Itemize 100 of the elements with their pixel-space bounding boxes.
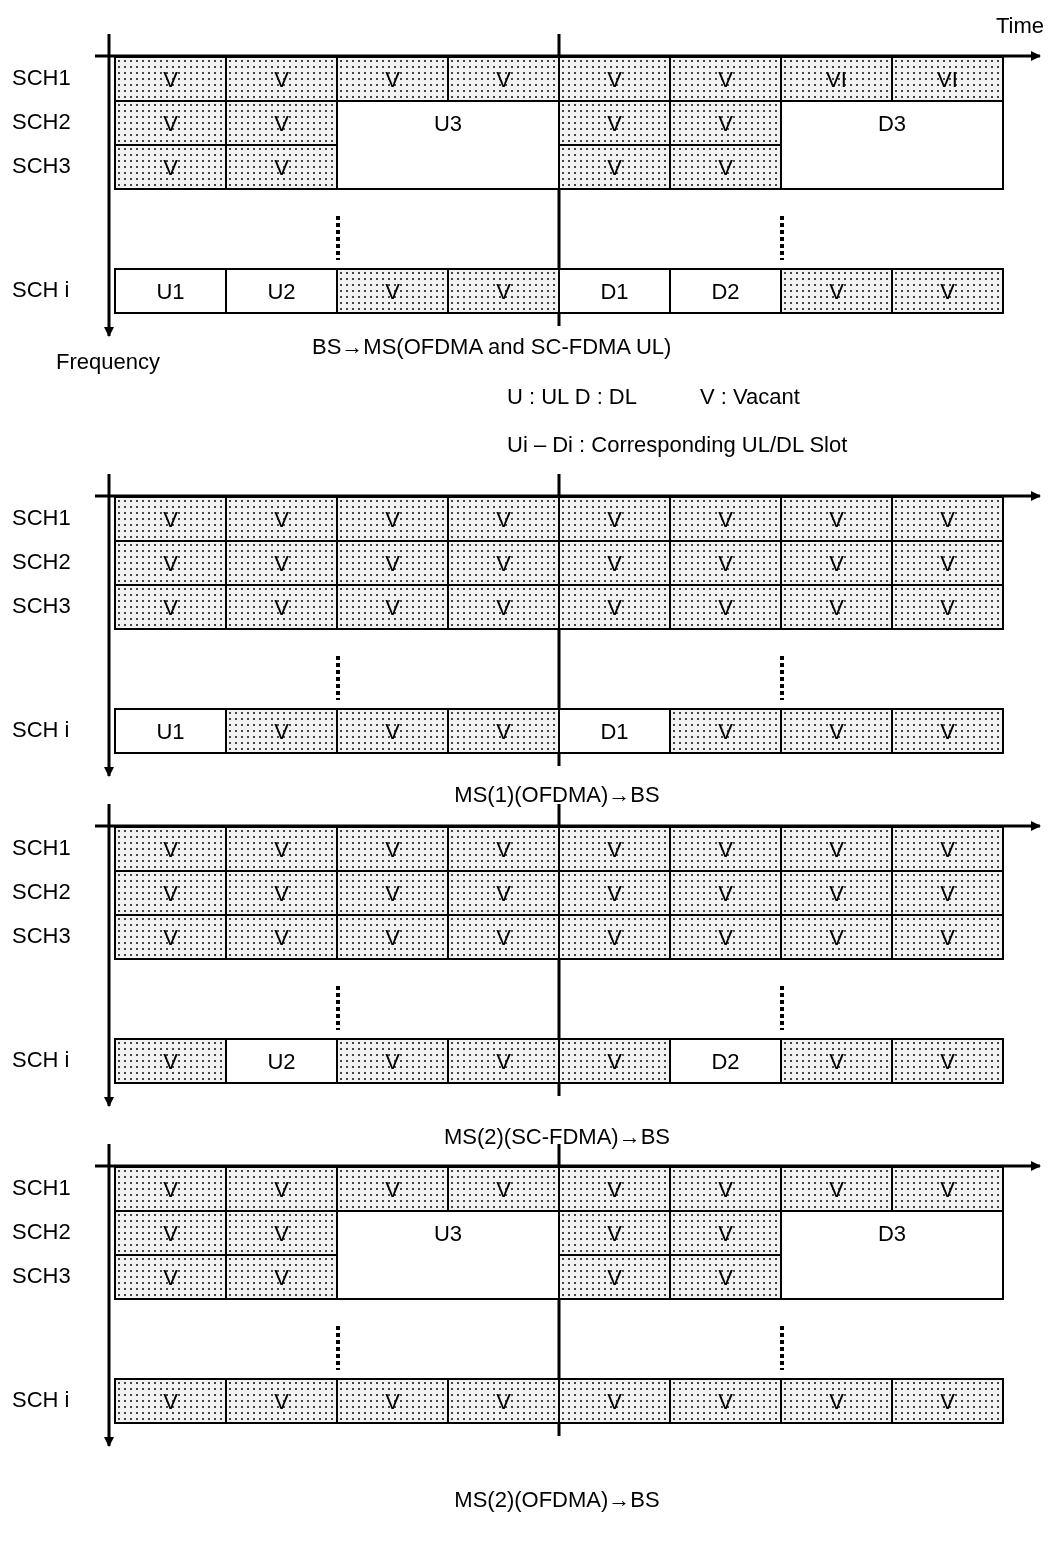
slot-label: V [163, 925, 178, 952]
vacant-slot [891, 268, 1004, 314]
slot-label: V [163, 1389, 178, 1416]
vacant-slot [336, 584, 449, 630]
slot-label: V [718, 1265, 733, 1292]
subchannel-label: SCH3 [12, 153, 71, 179]
vacant-slot [225, 540, 338, 586]
subchannel-label: SCH2 [12, 109, 71, 135]
vacant-slot [114, 1210, 227, 1256]
panel-caption: BS→MS(OFDMA and SC-FDMA UL) [312, 334, 672, 360]
vacant-slot [225, 914, 338, 960]
vacant-slot [447, 1038, 560, 1084]
slot-label: D2 [711, 1049, 740, 1076]
slot-label: V [496, 1177, 511, 1204]
vacant-slot [114, 826, 227, 872]
vacant-slot [225, 100, 338, 146]
slot-label: V [829, 507, 844, 534]
subchannel-label: SCH3 [12, 1263, 71, 1289]
vacant-slot [225, 1166, 338, 1212]
vacant-slot [225, 144, 338, 190]
slot-label: V [163, 1265, 178, 1292]
slot-label: V [163, 1049, 178, 1076]
vacant-slot [669, 144, 782, 190]
slot-label: V [274, 1265, 289, 1292]
vacant-slot [447, 584, 560, 630]
slot-label: V [385, 925, 400, 952]
slot-label: V [274, 111, 289, 138]
slot-label: U1 [156, 719, 185, 746]
subchannel-label: SCH i [12, 717, 70, 743]
slot-label: D1 [600, 719, 629, 746]
slot-label: V [940, 1177, 955, 1204]
allocated-slot [336, 1210, 560, 1300]
slot-label: U2 [267, 1049, 296, 1076]
slot-label: V [274, 1389, 289, 1416]
slot-label: V [607, 67, 622, 94]
allocated-slot [780, 1210, 1004, 1300]
subchannel-label: SCH i [12, 1387, 70, 1413]
axis-label: Frequency [56, 349, 160, 375]
allocated-slot [669, 268, 782, 314]
vacant-slot [780, 870, 893, 916]
vacant-slot [447, 56, 560, 102]
vacant-slot [447, 708, 560, 754]
vacant-slot [558, 914, 671, 960]
allocated-slot [669, 1038, 782, 1084]
slot-label: V [718, 507, 733, 534]
subchannel-label: SCH1 [12, 835, 71, 861]
subchannel-label: SCH i [12, 1047, 70, 1073]
vacant-slot [336, 870, 449, 916]
slot-label: V [274, 719, 289, 746]
vacant-slot [114, 870, 227, 916]
slot-label: V [607, 1177, 622, 1204]
legend-text: V : Vacant [700, 384, 800, 410]
vacant-slot [780, 1038, 893, 1084]
slot-label: V [607, 837, 622, 864]
vacant-slot [447, 1378, 560, 1424]
vacant-slot [669, 1166, 782, 1212]
slot-label: D3 [877, 1221, 907, 1248]
vacant-slot [558, 870, 671, 916]
slot-label: U3 [433, 1221, 463, 1248]
vacant-slot [558, 100, 671, 146]
vacant-slot [558, 1254, 671, 1300]
vacant-slot [780, 826, 893, 872]
slot-label: V [940, 719, 955, 746]
slot-label: V [607, 1265, 622, 1292]
vacant-slot [558, 1038, 671, 1084]
subchannel-label: SCH2 [12, 549, 71, 575]
slot-label: V [940, 881, 955, 908]
vacant-slot [780, 914, 893, 960]
slot-label: V [163, 837, 178, 864]
slot-label: V [829, 551, 844, 578]
slot-label: V [718, 719, 733, 746]
slot-label: V [829, 1389, 844, 1416]
vacant-slot [225, 496, 338, 542]
vacant-slot [447, 1166, 560, 1212]
vacant-slot [447, 914, 560, 960]
slot-label: V [607, 881, 622, 908]
slot-label: V [607, 925, 622, 952]
slot-label: V [274, 837, 289, 864]
vacant-slot [891, 496, 1004, 542]
slot-label: V [385, 1049, 400, 1076]
slot-label: V [274, 881, 289, 908]
slot-label: V [829, 595, 844, 622]
slot-label: V [940, 507, 955, 534]
vacant-slot [225, 1210, 338, 1256]
slot-label: V [607, 1221, 622, 1248]
vacant-slot [225, 56, 338, 102]
vacant-slot [669, 870, 782, 916]
vacant-slot [114, 1254, 227, 1300]
vacant-slot [225, 1378, 338, 1424]
slot-label: V [385, 837, 400, 864]
vacant-slot [447, 540, 560, 586]
vacant-slot [780, 584, 893, 630]
slot-label: V [163, 507, 178, 534]
slot-label: V [718, 1177, 733, 1204]
vacant-slot [114, 100, 227, 146]
slot-label: V [718, 111, 733, 138]
vacant-slot [558, 1210, 671, 1256]
slot-label: V [496, 551, 511, 578]
slot-label: V [718, 67, 733, 94]
allocated-slot [336, 100, 560, 190]
